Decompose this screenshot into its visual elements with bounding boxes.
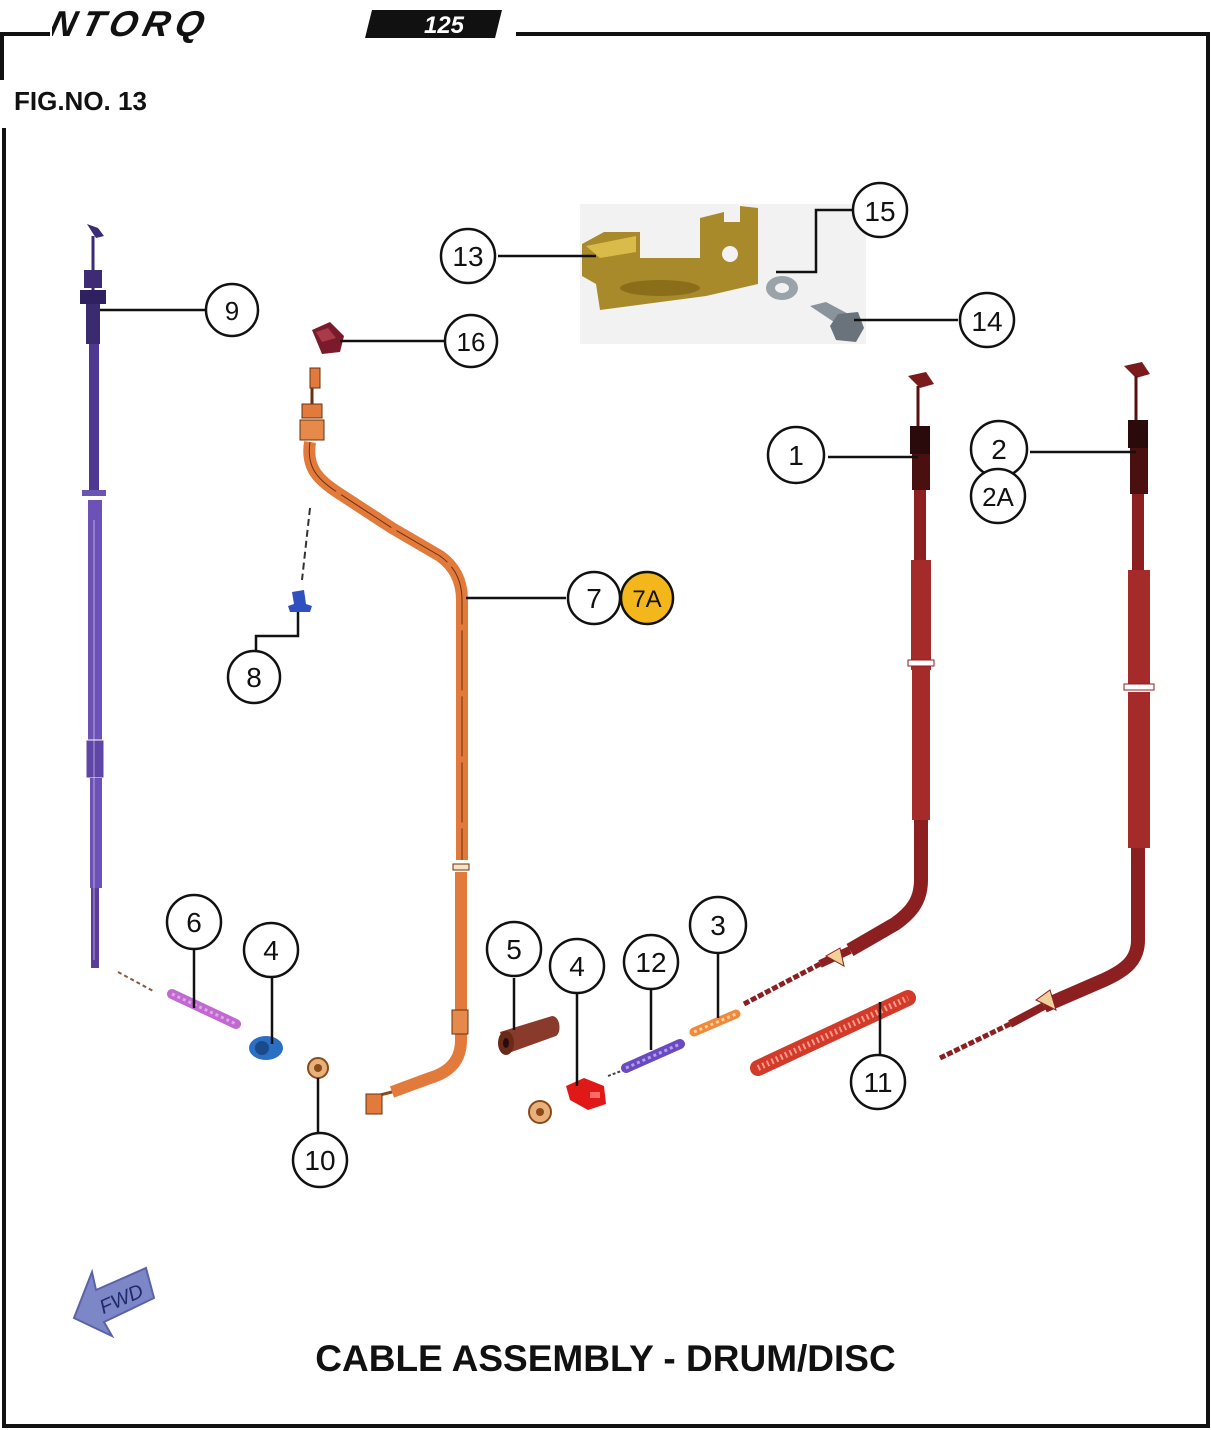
- leader-lines: [100, 208, 1136, 1134]
- callout-15: 15: [851, 181, 909, 239]
- callout-14-label: 14: [971, 306, 1002, 337]
- ntorq-logo: NTORQ 125: [52, 4, 503, 44]
- cable-part-2: [938, 362, 1155, 1061]
- callout-4-right: 4: [548, 937, 606, 995]
- callout-9-label: 9: [225, 296, 239, 326]
- callout-7-label: 7: [586, 583, 602, 614]
- callout-7: 7: [566, 570, 622, 626]
- callout-16: 16: [443, 313, 499, 369]
- callout-13: 13: [439, 227, 497, 285]
- callout-4-left: 4: [242, 921, 300, 979]
- assembly-title: CABLE ASSEMBLY - DRUM/DISC: [315, 1338, 896, 1379]
- callout-12-label: 12: [635, 947, 666, 978]
- spring-part-11: [750, 990, 916, 1076]
- callout-13-label: 13: [452, 241, 483, 272]
- callout-6-label: 6: [186, 907, 202, 938]
- callout-2a: 2A: [969, 467, 1027, 525]
- callout-2a-label: 2A: [982, 482, 1014, 512]
- nut-part-10-left: [307, 1057, 329, 1079]
- callout-8: 8: [226, 649, 282, 705]
- callout-11: 11: [849, 1053, 907, 1111]
- callout-7a: 7A: [619, 570, 675, 626]
- callout-1: 1: [766, 425, 826, 485]
- fwd-arrow-icon: FWD: [72, 1266, 156, 1339]
- cap-part-16: [312, 322, 344, 354]
- callout-7a-label: 7A: [632, 586, 661, 613]
- grommet-part-5: [498, 1016, 560, 1055]
- adjuster-part-4-left: [249, 1036, 283, 1060]
- callout-16-label: 16: [457, 327, 486, 357]
- callout-8-label: 8: [246, 662, 262, 693]
- callout-5: 5: [485, 920, 543, 978]
- callout-6: 6: [165, 893, 223, 951]
- logo-wordmark: NTORQ: [52, 4, 215, 44]
- adjuster-part-4-right: [566, 1078, 606, 1110]
- cable-part-1: [742, 372, 935, 1007]
- callout-11-label: 11: [863, 1067, 892, 1098]
- cable-part-9: [80, 224, 106, 968]
- callout-4-right-label: 4: [569, 951, 585, 982]
- clip-part-8: [288, 507, 312, 612]
- callout-2-label: 2: [991, 434, 1007, 465]
- callout-10: 10: [291, 1131, 349, 1189]
- callout-10-label: 10: [304, 1145, 335, 1176]
- washer-part-15: [766, 276, 798, 300]
- callout-15-label: 15: [864, 196, 895, 227]
- callout-3-label: 3: [710, 910, 726, 941]
- callout-9: 9: [204, 282, 260, 338]
- bracket-part-13: [580, 204, 866, 344]
- callout-12: 12: [622, 933, 680, 991]
- callout-14: 14: [958, 291, 1016, 349]
- callout-3: 3: [688, 895, 748, 955]
- figure-number: FIG.NO. 13: [14, 86, 147, 116]
- spring-part-3: [689, 1009, 741, 1037]
- logo-badge: 125: [424, 12, 465, 39]
- callout-4-left-label: 4: [263, 935, 279, 966]
- spring-part-6: [167, 989, 241, 1029]
- nut-part-10-right: [528, 1100, 552, 1124]
- callout-1-label: 1: [788, 440, 804, 471]
- cable-part-7: [299, 367, 470, 1115]
- spring-part-12: [607, 1039, 685, 1077]
- callout-5-label: 5: [506, 934, 522, 965]
- page-border: [0, 32, 1210, 1428]
